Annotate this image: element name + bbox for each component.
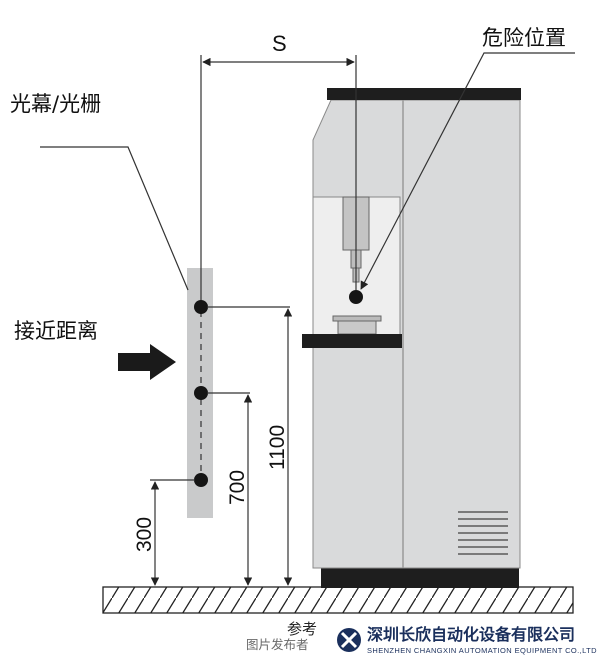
approach-distance-label: 接近距离 (14, 319, 98, 343)
watermark: 参考 图片发布者 深圳长欣自动化设备有限公司 SHENZHEN CHANGXIN… (246, 620, 597, 655)
approach-arrow (118, 344, 176, 380)
watermark-company-name: 深圳长欣自动化设备有限公司 (367, 625, 575, 644)
die-plate (332, 315, 382, 322)
watermark-partial-text: 参考 (287, 620, 317, 638)
distance-s-dimension (200, 55, 357, 300)
leader-lines (40, 52, 575, 291)
vent-grille (458, 511, 508, 555)
height-dimensions (150, 306, 293, 586)
machine-base (321, 568, 519, 588)
ground-hatch (102, 586, 574, 614)
company-logo (337, 628, 361, 652)
height-label-300: 300 (133, 517, 156, 552)
watermark-source-prefix: 图片发布者 (246, 637, 309, 652)
work-table (302, 334, 402, 348)
height-label-1100: 1100 (266, 425, 289, 470)
watermark-company-name-en: SHENZHEN CHANGXIN AUTOMATION EQUIPMENT C… (367, 646, 597, 655)
light-curtain-label: 光幕/光栅 (10, 92, 101, 116)
height-label-700: 700 (226, 470, 249, 505)
beam-dot-top (194, 300, 208, 314)
beam-dot-bottom (194, 473, 208, 487)
machine (302, 88, 521, 588)
danger-point-dot (349, 290, 363, 304)
distance-s-label: S (272, 31, 287, 56)
beam-dot-middle (194, 386, 208, 400)
danger-position-label: 危险位置 (482, 26, 566, 50)
machine-top-cap (327, 88, 521, 100)
